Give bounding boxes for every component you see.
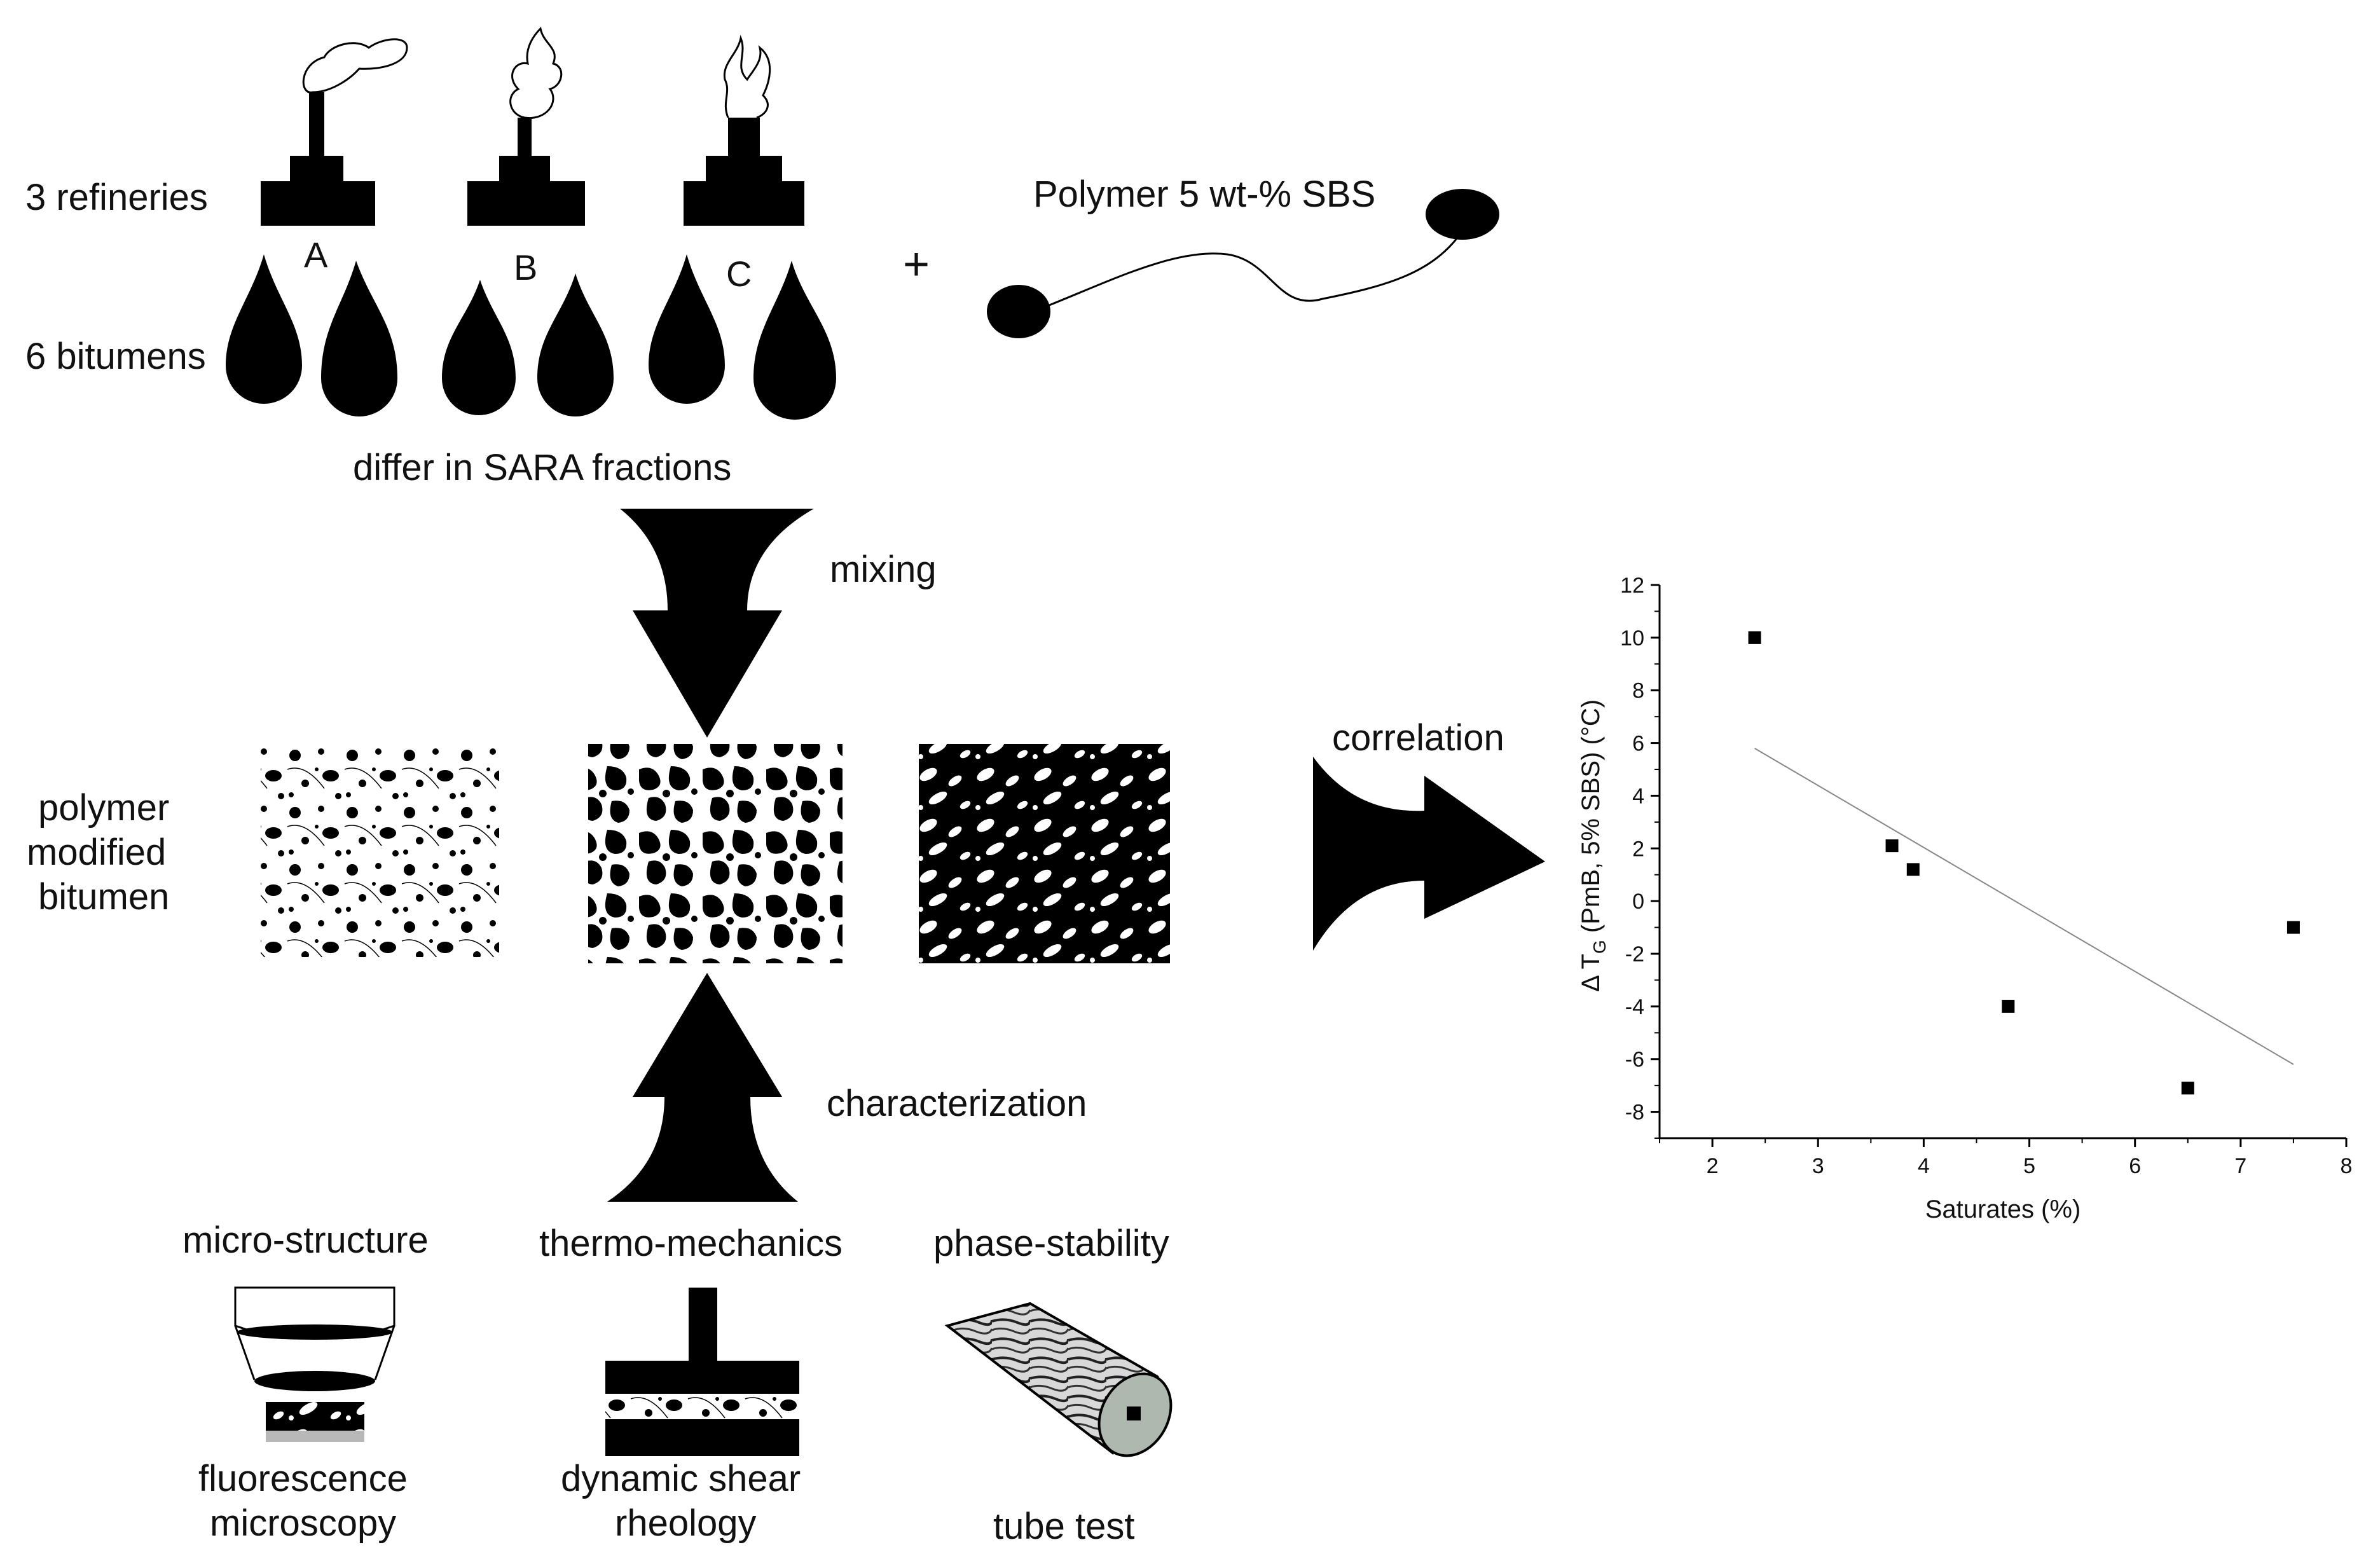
regression-line [1754, 747, 2294, 1065]
y-tick-label: -6 [1625, 1048, 1644, 1072]
x-tick-label: 5 [2023, 1154, 2035, 1178]
x-tick-label: 7 [2234, 1154, 2246, 1178]
y-tick-label: 6 [1632, 732, 1644, 756]
data-point [1906, 863, 1920, 876]
x-tick-label: 2 [1707, 1154, 1719, 1178]
plus-sign: + [903, 239, 930, 290]
data-point [2181, 1082, 2194, 1095]
polymer-label: Polymer 5 wt-% SBS [1033, 174, 1375, 215]
y-tick-label: -8 [1625, 1101, 1644, 1125]
bitumen-drop-icon [442, 280, 516, 415]
bitumen-drops [226, 254, 836, 420]
y-tick-label: 12 [1620, 574, 1644, 598]
y-tick-label: 4 [1632, 784, 1644, 808]
y-tick-label: 0 [1632, 890, 1644, 914]
x-axis-title: Saturates (%) [1925, 1195, 2081, 1223]
data-points [1748, 631, 2300, 1095]
refinery-c-label: C [726, 254, 752, 294]
fluorescence-label-line2: microscopy [210, 1503, 396, 1544]
dsr-label-line2: rheology [615, 1503, 756, 1544]
fluorescence-label-line1: fluorescence [198, 1458, 408, 1499]
y-axis-ticks: -8 -6 -4 -2 0 2 4 6 8 10 12 [1620, 574, 1660, 1139]
morphology-image-mixed [588, 744, 843, 963]
x-tick-label: 3 [1812, 1154, 1824, 1178]
pmb-label-line1: polymer [38, 787, 169, 829]
data-point [2002, 1000, 2015, 1013]
x-tick-label: 4 [1918, 1154, 1930, 1178]
y-tick-label: 8 [1632, 679, 1644, 703]
phasestability-label: phase-stability [933, 1223, 1169, 1264]
characterization-arrow-icon [607, 973, 798, 1202]
bitumen-drop-icon [537, 273, 614, 416]
bitumen-drop-icon [321, 261, 397, 416]
data-point [1748, 631, 1761, 644]
x-tick-label: 8 [2341, 1154, 2353, 1178]
refinery-b-label: B [514, 247, 537, 287]
bitumen-drop-icon [649, 254, 725, 404]
mixing-label: mixing [830, 549, 937, 590]
tube-test-icon [944, 1302, 1173, 1457]
y-tick-label: 10 [1620, 626, 1644, 650]
y-tick-label: 2 [1632, 837, 1644, 861]
refinery-c-icon [684, 34, 804, 226]
pmb-label-line2: modified [27, 832, 166, 873]
sbs-polymer-chain-icon [987, 189, 1499, 338]
y-tick-label: -4 [1625, 995, 1644, 1019]
y-tick-label: -2 [1625, 942, 1644, 966]
refinery-a-icon [261, 38, 408, 226]
pmb-label-line3: bitumen [38, 876, 169, 918]
dsr-label-line1: dynamic shear [561, 1458, 801, 1499]
mixing-arrow-icon [620, 509, 814, 738]
sara-label: differ in SARA fractions [353, 447, 731, 488]
x-tick-label: 6 [2129, 1154, 2141, 1178]
data-point [2287, 921, 2300, 934]
refinery-b-icon [467, 26, 585, 226]
fluorescence-microscope-icon [234, 1286, 396, 1442]
data-point [1885, 839, 1899, 853]
refinery-a-label: A [304, 235, 328, 275]
bitumen-drop-icon [753, 261, 836, 420]
bitumens-label: 6 bitumens [25, 336, 206, 377]
bitumen-drop-icon [226, 254, 302, 404]
y-axis-title: Δ TG (PmB, 5% SBS) (°C) [1577, 699, 1609, 992]
correlation-arrow-icon [1313, 757, 1545, 951]
microstructure-label: micro-structure [182, 1220, 429, 1261]
thermomechanics-label: thermo-mechanics [539, 1223, 843, 1264]
correlation-label: correlation [1332, 717, 1504, 759]
dynamic-shear-rheometer-icon [605, 1288, 799, 1456]
x-axis-ticks: 2 3 4 5 6 7 8 [1659, 1138, 2353, 1178]
tube-test-label: tube test [993, 1506, 1134, 1547]
characterization-label: characterization [827, 1083, 1087, 1124]
refineries-label: 3 refineries [25, 177, 208, 218]
morphology-image-continuous [919, 744, 1170, 963]
morphology-image-sparse [261, 744, 499, 957]
